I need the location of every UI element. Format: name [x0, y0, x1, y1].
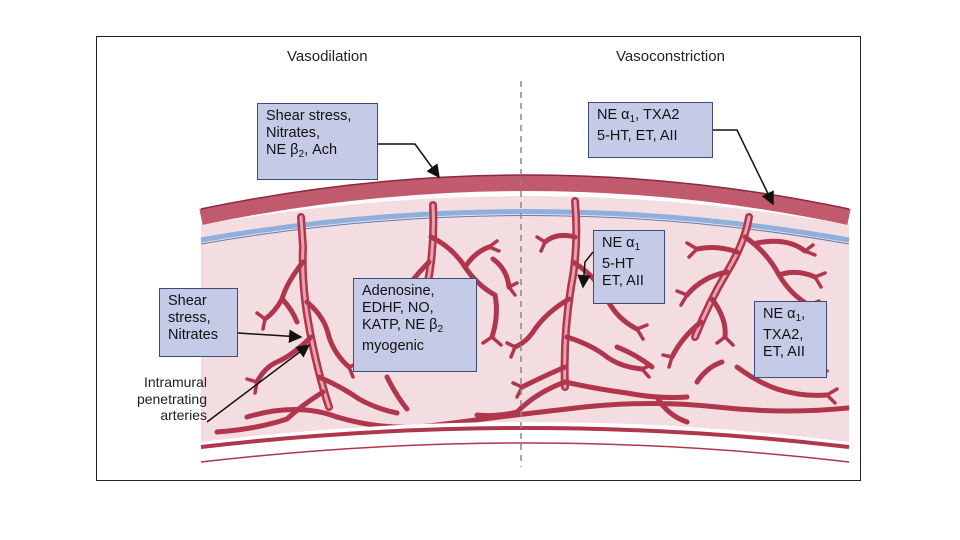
outer-vessel-wall — [199, 175, 851, 225]
arrow-mid-right — [577, 251, 594, 289]
diagram-figure: Vasodilation Vasoconstriction Shear stre… — [96, 36, 861, 481]
inner-vessel-wall — [200, 426, 850, 449]
box-shear-stress-nitrates-top: Shear stress, Nitrates, NE β2, Ach — [257, 103, 378, 180]
box-vasoconstrictors-top: NE α1, TXA2 5-HT, ET, AII — [588, 102, 713, 158]
arrow-arteries — [206, 344, 311, 423]
vessel-wall-tissue — [201, 196, 849, 442]
box-vasoconstrictors-middle: NE α1 5-HT ET, AII — [593, 230, 665, 304]
arrow-top-right — [713, 129, 774, 206]
heading-vasoconstriction: Vasoconstriction — [616, 48, 725, 65]
endothelium-layer — [200, 209, 850, 243]
box-vasoconstrictors-right: NE α1, TXA2, ET, AII — [754, 301, 827, 378]
heading-vasodilation: Vasodilation — [287, 48, 368, 65]
label-intramural-penetrating-arteries: Intramural penetrating arteries — [136, 374, 207, 423]
arrows — [206, 129, 774, 423]
penetrating-artery-3 — [560, 197, 581, 391]
arrow-shear-stress — [237, 329, 303, 343]
box-adenosine-mediators: Adenosine, EDHF, NO, KATP, NE β2 myogeni… — [353, 278, 477, 372]
arrow-top-left — [378, 143, 440, 179]
vessel-cross-section — [199, 81, 851, 467]
box-shear-stress-nitrates-left: Shear stress, Nitrates — [159, 288, 238, 357]
